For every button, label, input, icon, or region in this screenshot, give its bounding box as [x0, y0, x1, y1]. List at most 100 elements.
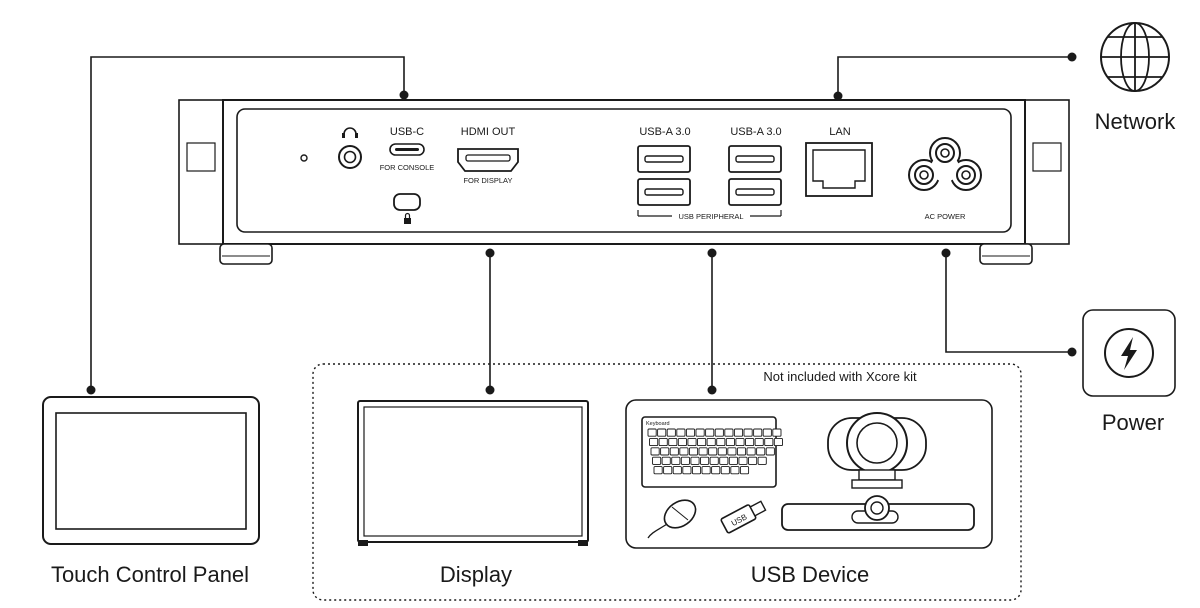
- lan-port[interactable]: [805, 142, 873, 197]
- left-bracket-notch: [186, 142, 216, 172]
- dot-touch-panel: [86, 385, 96, 395]
- usb-c-label: USB-C: [390, 126, 424, 138]
- keyboard-key: [663, 466, 673, 475]
- keyboard-key: [705, 428, 715, 437]
- keyboard-key: [730, 466, 740, 475]
- keyboard-brand-label: Keyboard: [646, 421, 670, 427]
- dot-power: [1067, 347, 1077, 357]
- network-label: Network: [1095, 109, 1177, 134]
- video-bar-icon: [781, 495, 975, 531]
- keyboard-key: [735, 437, 745, 447]
- webcam-icon: [827, 412, 927, 489]
- hdmi-out-label: HDMI OUT: [461, 126, 516, 138]
- connector-lines: [86, 52, 1077, 395]
- dot-ac-power: [941, 248, 951, 258]
- keyboard-key: [676, 428, 686, 437]
- keyboard-key: [649, 437, 659, 447]
- dot-lan: [833, 91, 843, 101]
- ac-power-socket[interactable]: [908, 137, 982, 191]
- keyboard-key: [690, 456, 700, 465]
- left-foot: [219, 243, 273, 265]
- dot-hdmi: [485, 248, 495, 258]
- keyboard-key: [677, 437, 687, 447]
- keyboard-key: [680, 456, 690, 465]
- usb-a-label-2: USB-A 3.0: [730, 126, 781, 138]
- dot-network: [1067, 52, 1077, 62]
- keyboard-key: [714, 428, 724, 437]
- lightning-icon: [1104, 328, 1154, 378]
- keyboard-key: [682, 466, 692, 475]
- keyboard-key: [650, 447, 660, 456]
- power-label: Power: [1102, 410, 1164, 435]
- kensington-lock-slot[interactable]: [393, 193, 421, 211]
- keyboard-key: [709, 456, 719, 465]
- usb-stick-icon: USB: [720, 500, 767, 534]
- lock-icon: [404, 212, 411, 224]
- keyboard-key: [756, 447, 766, 456]
- keyboard-key: [695, 428, 705, 437]
- keyboard-key: [708, 447, 718, 456]
- usb-a-port-1[interactable]: [637, 145, 691, 173]
- keyboard-key: [757, 456, 767, 465]
- usb-device-label: USB Device: [751, 562, 870, 587]
- keyboard-key: [666, 428, 676, 437]
- keyboard-key: [658, 437, 668, 447]
- keyboard-key: [748, 456, 758, 465]
- right-foot: [979, 243, 1033, 265]
- keyboard-key: [719, 456, 729, 465]
- display-label: Display: [440, 562, 512, 587]
- usb-a-port-3[interactable]: [728, 145, 782, 173]
- keyboard-key: [724, 428, 734, 437]
- keyboard-key: [671, 456, 681, 465]
- for-display-label: FOR DISPLAY: [463, 176, 512, 185]
- globe-icon: [1100, 22, 1170, 92]
- usb-peripheral-label: USB PERIPHERAL: [678, 212, 743, 221]
- keyboard-key: [669, 447, 679, 456]
- network-node: Network: [1095, 22, 1177, 134]
- keyboard-key: [701, 466, 711, 475]
- keyboard-key: [736, 447, 747, 456]
- right-bracket-notch: [1032, 142, 1062, 172]
- keyboard-key: [653, 466, 663, 475]
- keyboard-key: [700, 456, 710, 465]
- keyboard-key: [647, 428, 657, 437]
- dot-display: [485, 385, 495, 395]
- usb-a-port-2[interactable]: [637, 178, 691, 206]
- display-device: Display: [357, 400, 589, 587]
- line-network: [837, 56, 1072, 96]
- keyboard-key: [688, 447, 699, 456]
- keyboard-key: [764, 437, 774, 447]
- keyboard-key: [754, 437, 764, 447]
- for-console-label: FOR CONSOLE: [380, 163, 435, 172]
- keyboard-key: [753, 428, 763, 437]
- keyboard-key: [661, 456, 671, 465]
- headphone-icon: [342, 127, 358, 138]
- lan-label: LAN: [829, 126, 850, 138]
- keyboard-key: [762, 428, 772, 437]
- reset-pinhole[interactable]: [300, 154, 308, 162]
- usb-device-group: Keyboard USB US: [625, 399, 993, 587]
- keyboard-key: [679, 447, 689, 456]
- keyboard-key: [728, 456, 738, 465]
- dot-usb-device: [707, 385, 717, 395]
- usb-a-port-4[interactable]: [728, 178, 782, 206]
- hdmi-port[interactable]: [457, 148, 519, 172]
- touch-panel-label: Touch Control Panel: [51, 562, 249, 587]
- keyboard-key: [685, 428, 696, 437]
- keyboard-key: [697, 437, 707, 447]
- keyboard-key: [657, 428, 667, 437]
- keyboard-key: [687, 437, 697, 447]
- keyboard-key: [660, 447, 670, 456]
- keyboard-key: [739, 466, 750, 475]
- usb-a-label-1: USB-A 3.0: [639, 126, 690, 138]
- ac-power-label: AC POWER: [925, 212, 966, 221]
- keyboard-key: [746, 447, 756, 456]
- keyboard-key: [765, 447, 775, 456]
- usb-peripheral-bracket: [637, 210, 782, 217]
- keyboard-key: [691, 466, 702, 475]
- keyboard-key: [745, 437, 755, 447]
- keyboard-key: [706, 437, 716, 447]
- xcore-device: USB-C FOR CONSOLE HDMI OUT FOR DISPLAY U…: [178, 99, 1070, 265]
- keyboard-key: [698, 447, 708, 456]
